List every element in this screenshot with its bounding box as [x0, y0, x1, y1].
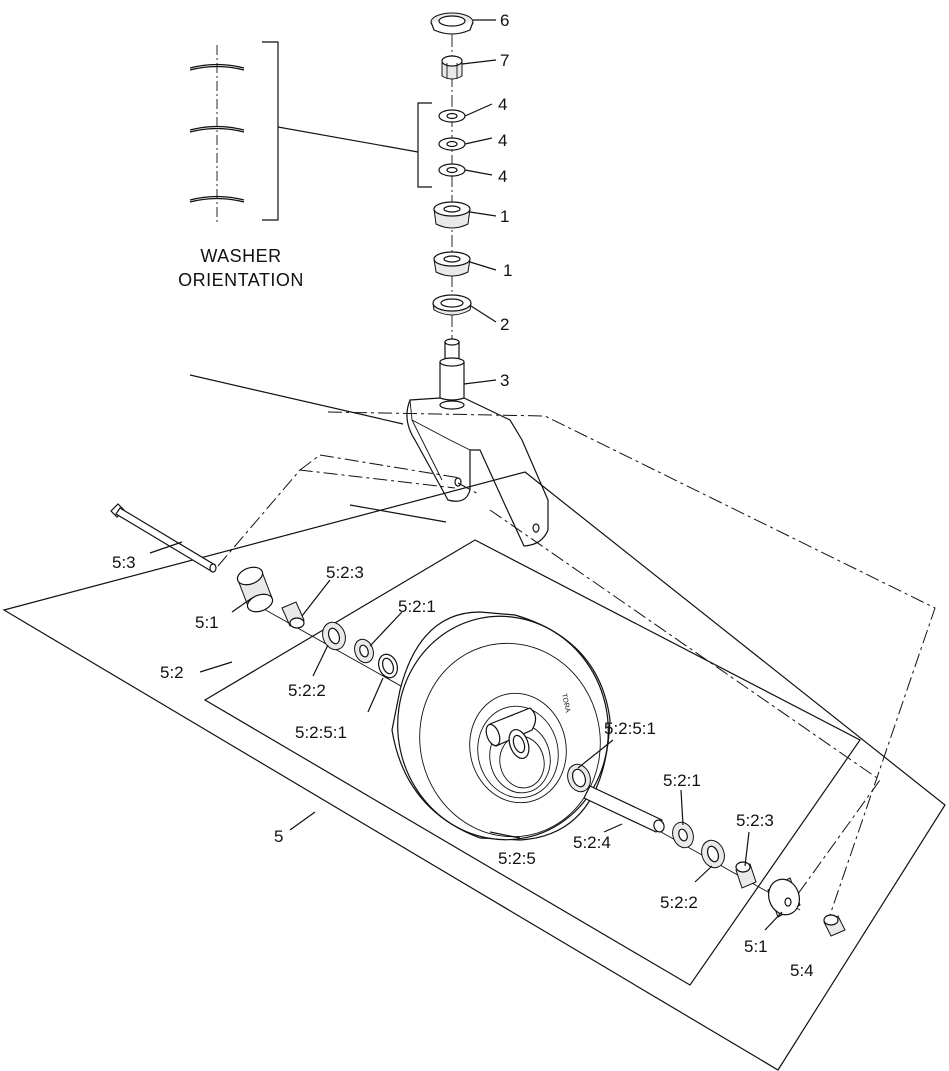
part-5-2-3-spacer-left [281, 601, 305, 629]
detail-washer-top [189, 63, 245, 71]
part-5-2-5-1-cup-left [377, 653, 399, 679]
washer-orientation-detail: WASHER ORIENTATION [178, 41, 419, 290]
part-6-dust-cap [430, 12, 474, 35]
part-1-bearing-upper [433, 201, 471, 229]
detail-washer-bottom [189, 195, 245, 203]
callout-5: 5 [274, 827, 283, 846]
part-5-2-1-bearing-left [354, 638, 374, 664]
callout-5-2-3-a: 5:2:3 [326, 563, 364, 582]
callout-5-4: 5:4 [790, 961, 814, 980]
assembly-5-outline [2, 374, 946, 1071]
callout-4-a: 4 [498, 95, 507, 114]
callout-6: 6 [500, 11, 509, 30]
detail-washer-middle [189, 125, 245, 133]
callout-4-b: 4 [498, 131, 507, 150]
part-2-bearing-cup [432, 294, 472, 316]
washer-stack-bracket [417, 102, 432, 188]
part-4-washer-2 [438, 137, 466, 151]
callout-5-2-5: 5:2:5 [498, 849, 536, 868]
part-3-spindle [439, 338, 465, 409]
callout-5-1-b: 5:1 [744, 937, 768, 956]
callout-3: 3 [500, 371, 509, 390]
part-5-2-1-bearing-right [672, 821, 694, 849]
part-4-washer-3 [438, 163, 466, 177]
callout-1-b: 1 [503, 261, 512, 280]
callout-5-2-2-a: 5:2:2 [288, 681, 326, 700]
assembly-5-2-outline [203, 504, 861, 986]
callout-5-2-4: 5:2:4 [573, 833, 611, 852]
part-5-1-spacer-right [767, 877, 801, 918]
callout-7: 7 [500, 51, 509, 70]
part-5-2-4-spacer-tube [583, 785, 665, 833]
leader-lines [149, 19, 783, 931]
detail-leader [277, 126, 419, 153]
part-5-4-nut [823, 914, 846, 937]
detail-bracket [262, 41, 279, 221]
tire-marking: TORA [560, 693, 571, 714]
callout-5-2-1-b: 5:2:1 [663, 771, 701, 790]
callout-5-2-1-a: 5:2:1 [398, 597, 436, 616]
caster-fork [406, 397, 549, 547]
caption-line-2: ORIENTATION [178, 270, 304, 290]
callout-5-2-5-1-a: 5:2:5:1 [295, 723, 347, 742]
part-5-3-axle-bolt [110, 503, 217, 573]
part-5-2-2-seal-left [322, 621, 346, 651]
callout-2: 2 [500, 315, 509, 334]
part-5-1-spacer-left [236, 566, 274, 613]
callout-5-2-5-1-b: 5:2:5:1 [604, 719, 656, 738]
caption-line-1: WASHER [200, 246, 281, 266]
callout-5-2-3-b: 5:2:3 [736, 811, 774, 830]
part-5-2-5-wheel-tire: TORA [391, 611, 611, 841]
part-5-2-5-1-cup-right [567, 763, 591, 793]
callout-4-c: 4 [498, 167, 507, 186]
part-7-lock-nut [441, 55, 463, 80]
callout-5-1-a: 5:1 [195, 613, 219, 632]
callout-5-2-2-b: 5:2:2 [660, 893, 698, 912]
callout-labels: 6 7 4 4 4 1 1 2 3 5:3 5:1 5:2:3 5:2:1 5:… [112, 11, 814, 980]
callout-1-a: 1 [500, 207, 509, 226]
part-5-2-2-seal-right [701, 839, 725, 869]
part-1-bearing-lower [433, 251, 471, 277]
part-4-washer-1 [438, 109, 466, 123]
callout-5-3: 5:3 [112, 553, 136, 572]
callout-5-2: 5:2 [160, 663, 184, 682]
